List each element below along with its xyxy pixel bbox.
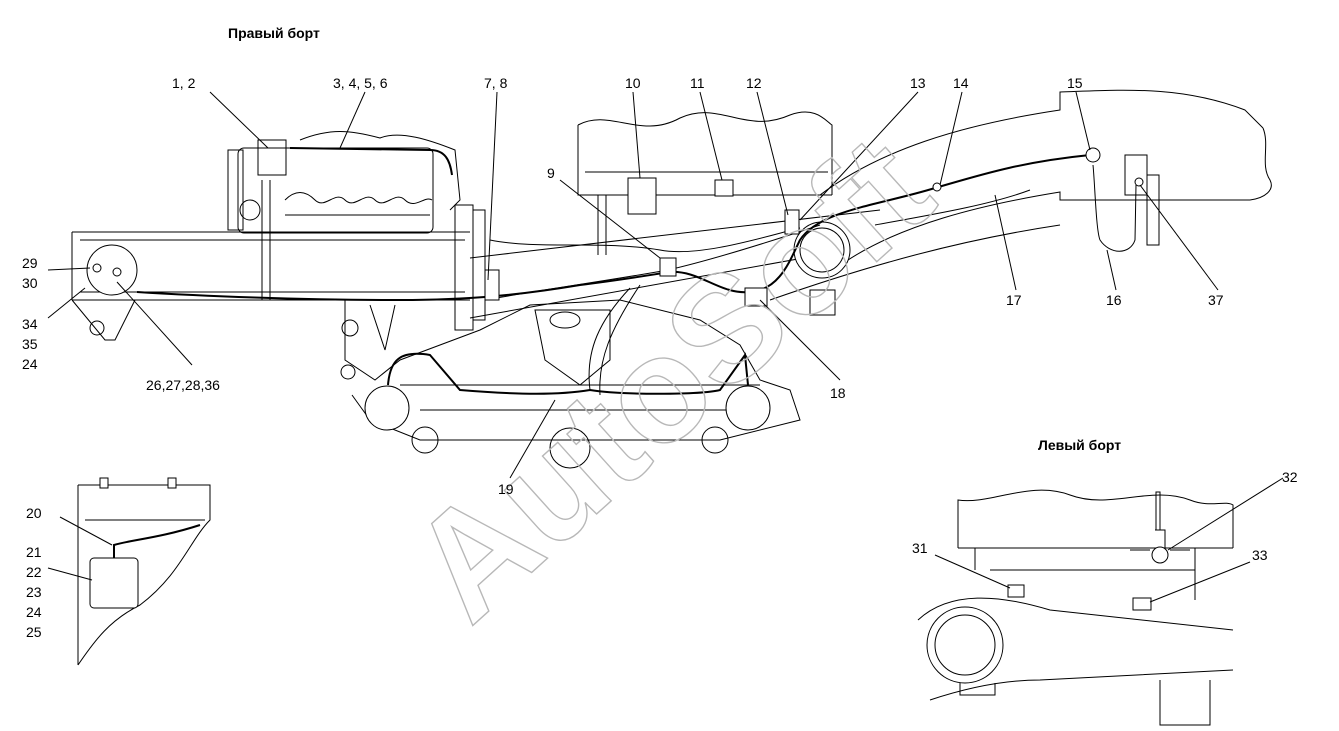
rear-frame-right-break bbox=[1249, 127, 1272, 201]
body-outline bbox=[577, 111, 833, 196]
valve-7-8 bbox=[484, 269, 500, 301]
callout-24-main: 24 bbox=[22, 356, 38, 372]
valve-31 bbox=[1007, 584, 1025, 598]
callout-14: 14 bbox=[953, 75, 969, 91]
rear-drum-inner bbox=[799, 227, 845, 273]
valve-32 bbox=[1151, 546, 1169, 564]
receiver-22 bbox=[89, 557, 139, 609]
valve-14 bbox=[932, 182, 942, 192]
right-side-title: Правый борт bbox=[228, 25, 320, 41]
valve-13 bbox=[784, 209, 800, 235]
callout-9: 9 bbox=[547, 165, 555, 181]
callout-17: 17 bbox=[1006, 292, 1022, 308]
callout-34: 34 bbox=[22, 316, 38, 332]
leader-lines bbox=[47, 91, 1284, 603]
rear-bracket bbox=[1146, 174, 1160, 246]
valve-33 bbox=[1132, 597, 1152, 611]
left-side-title: Левый борт bbox=[1038, 437, 1121, 453]
callout-13: 13 bbox=[910, 75, 926, 91]
callout-29: 29 bbox=[22, 255, 38, 271]
receiver-29-port bbox=[112, 267, 122, 277]
callout-10: 10 bbox=[625, 75, 641, 91]
body-post bbox=[597, 195, 607, 255]
frame-rail-front bbox=[71, 299, 136, 341]
callout-33: 33 bbox=[1252, 547, 1268, 563]
receiver-29 bbox=[86, 244, 138, 296]
callout-31: 31 bbox=[912, 540, 928, 556]
valve-15 bbox=[1085, 147, 1101, 163]
rear-frame-lower bbox=[844, 191, 1250, 263]
left-side-view bbox=[917, 489, 1234, 726]
receiver-29-drain bbox=[92, 263, 102, 273]
callout-22: 22 bbox=[26, 564, 42, 580]
right-side-view bbox=[71, 89, 1272, 469]
pipeline-rear-loop bbox=[1092, 164, 1137, 252]
frame-bolt bbox=[89, 320, 105, 336]
watermark: AutoSoft bbox=[379, 103, 962, 651]
rear-frame-mid bbox=[769, 224, 1061, 301]
callout-19: 19 bbox=[498, 481, 514, 497]
callout-26-36: 26,27,28,36 bbox=[146, 377, 220, 393]
pipeline-rear-lower bbox=[874, 189, 1031, 226]
callout-1-2: 1, 2 bbox=[172, 75, 196, 91]
callout-11: 11 bbox=[690, 75, 705, 91]
callout-24-detail: 24 bbox=[26, 604, 42, 620]
valve-10 bbox=[627, 177, 657, 215]
callout-35: 35 bbox=[22, 336, 38, 352]
callout-23: 23 bbox=[26, 584, 42, 600]
callout-30: 30 bbox=[22, 275, 38, 291]
callout-25: 25 bbox=[26, 624, 42, 640]
callout-7-8: 7, 8 bbox=[484, 75, 508, 91]
valve-37 bbox=[1134, 177, 1144, 187]
callout-20: 20 bbox=[26, 505, 42, 521]
engine bbox=[227, 131, 486, 331]
callout-15: 15 bbox=[1067, 75, 1083, 91]
callout-32: 32 bbox=[1282, 469, 1298, 485]
pipeline-3 bbox=[489, 227, 801, 253]
callout-18: 18 bbox=[830, 385, 846, 401]
rear-drum-bracket bbox=[809, 289, 836, 316]
rear-frame-upper bbox=[819, 89, 1264, 196]
pipeline-axle bbox=[387, 352, 749, 395]
frame-rail-mid bbox=[469, 209, 881, 319]
main-pipeline bbox=[136, 154, 1091, 302]
callout-3-6: 3, 4, 5, 6 bbox=[333, 75, 388, 91]
rear-suspension bbox=[340, 299, 801, 469]
valve-9 bbox=[659, 257, 677, 277]
pipeline-riser bbox=[588, 284, 641, 396]
valve-11 bbox=[714, 179, 734, 197]
frame-rail bbox=[71, 231, 470, 301]
callout-21: 21 bbox=[26, 544, 42, 560]
callout-16: 16 bbox=[1106, 292, 1122, 308]
callout-12: 12 bbox=[746, 75, 762, 91]
receiver-detail-view bbox=[77, 477, 211, 666]
callout-37: 37 bbox=[1208, 292, 1224, 308]
